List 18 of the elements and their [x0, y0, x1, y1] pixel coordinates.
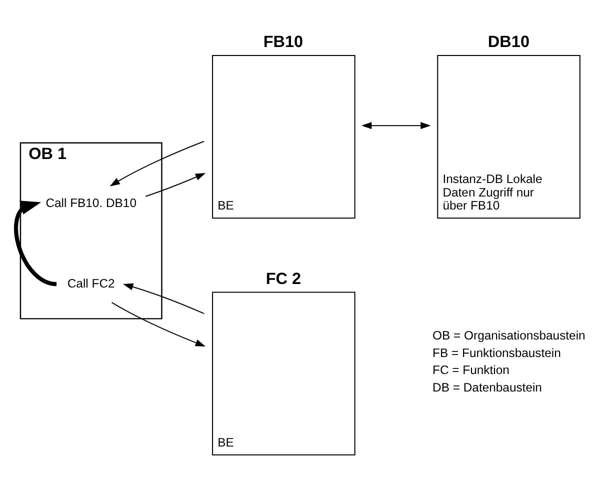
- node-text: Call FC2: [67, 276, 115, 290]
- node-label: FB10: [263, 33, 304, 52]
- node-label: DB10: [488, 33, 530, 52]
- label: DB = Datenbaustein: [432, 380, 542, 394]
- arrow: [146, 172, 206, 197]
- label: FC = Funktion: [432, 363, 510, 378]
- node-text: Call FB10. DB10: [46, 196, 136, 210]
- arrow: [122, 283, 204, 314]
- node-box: BE: [212, 54, 356, 219]
- arrow: [14, 200, 57, 286]
- arrow: [361, 122, 431, 130]
- label: FB = Funktionsbaustein: [432, 346, 561, 360]
- node-box: Instanz-DB Lokale Daten Zugriff nur über FB10: [437, 54, 580, 219]
- node-label: FC 2: [266, 270, 302, 288]
- node-box: BE: [212, 292, 356, 456]
- label: OB = Organisationsbaustein: [432, 328, 586, 343]
- arrow: [110, 140, 204, 186]
- arrow: [112, 302, 206, 346]
